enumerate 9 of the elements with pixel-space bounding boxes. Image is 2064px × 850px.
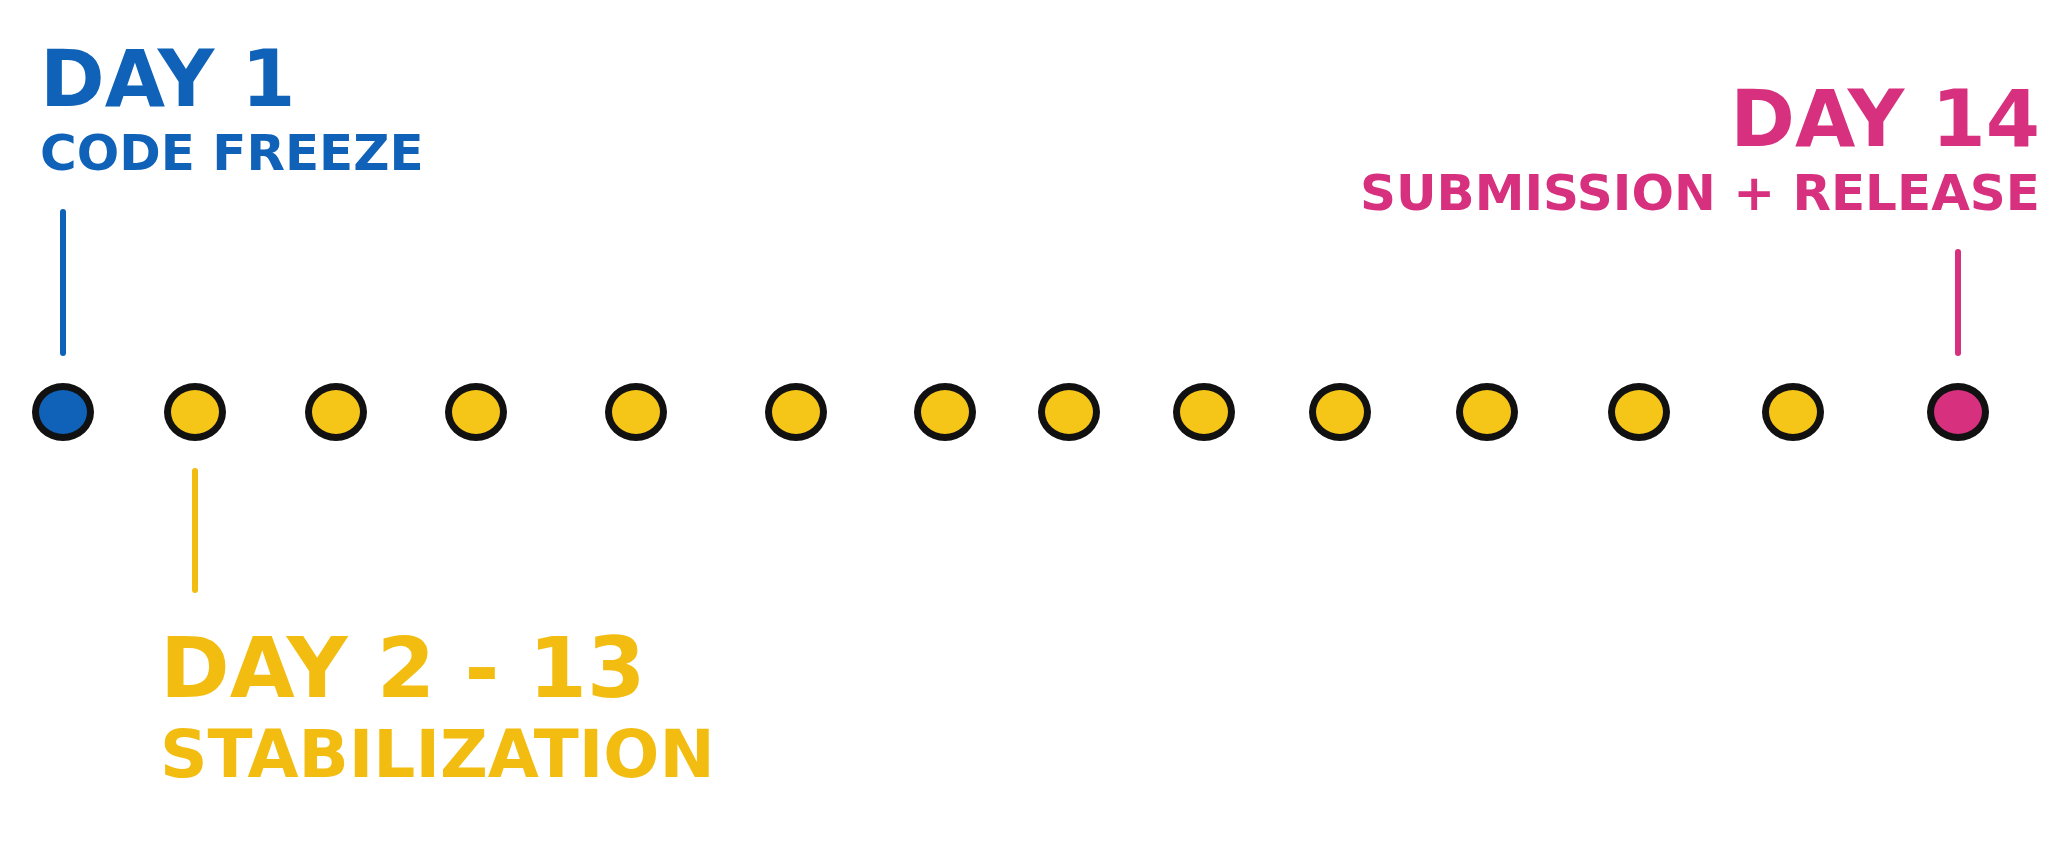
milestone-day: DAY 1	[40, 35, 510, 125]
milestone-day: DAY 14	[940, 75, 2040, 165]
leader-line	[1955, 249, 1961, 356]
milestone-label: SUBMISSION + RELEASE	[1358, 164, 2040, 223]
leader-line	[60, 209, 66, 356]
milestone-label: CODE FREEZE	[40, 124, 425, 183]
milestone-label: STABILIZATION	[160, 716, 716, 793]
leader-line	[192, 468, 198, 593]
milestone-day: DAY 2 - 13	[160, 620, 800, 717]
